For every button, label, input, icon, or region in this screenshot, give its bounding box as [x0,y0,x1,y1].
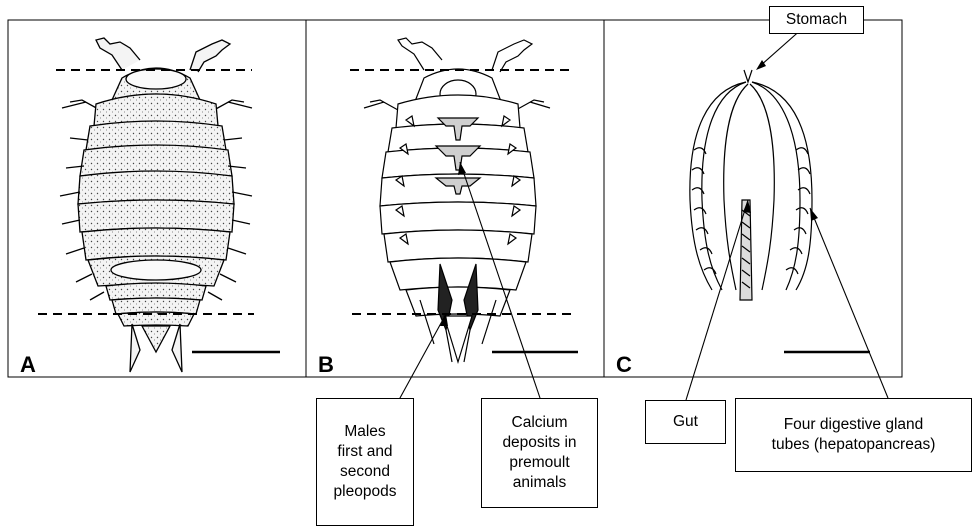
label-stomach: Stomach [769,6,864,34]
panel-letter-b: B [318,352,334,377]
leader-glands [810,208,888,398]
label-digestive-glands: Four digestive gland tubes (hepatopancre… [735,398,972,472]
arrowhead-glands [810,208,818,221]
digestive-system-illustration [690,70,812,300]
panel-letter-c: C [616,352,632,377]
label-calcium-deposits-text: Calcium deposits in premoult animals [502,413,576,493]
leader-gut [686,200,748,400]
label-digestive-glands-text: Four digestive gland tubes (hepatopancre… [772,415,936,455]
label-gut-text: Gut [673,412,698,432]
label-calcium-deposits: Calcium deposits in premoult animals [481,398,598,508]
panel-letter-a: A [20,352,36,377]
label-stomach-text: Stomach [786,10,847,30]
woodlouse-dorsal-illustration [60,38,252,372]
label-males-pleopods-text: Males first and second pleopods [334,422,397,502]
label-males-pleopods: Males first and second pleopods [316,398,414,526]
label-gut: Gut [645,400,726,444]
